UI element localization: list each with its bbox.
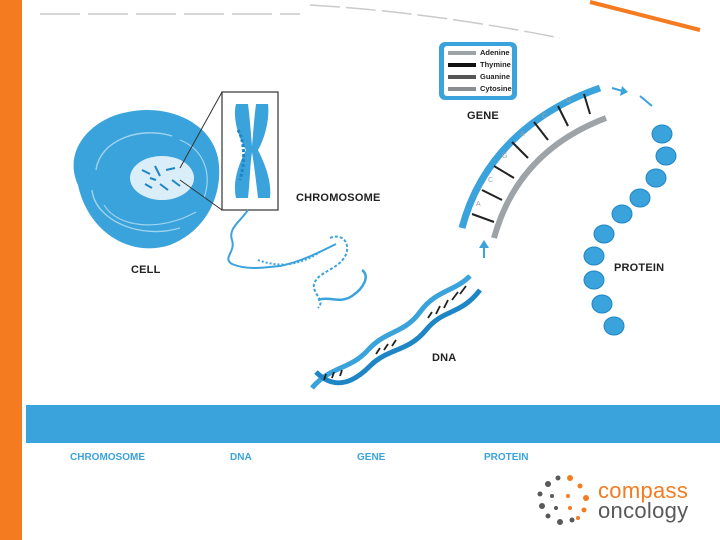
base-legend: Adenine Thymine Guanine Cytosine xyxy=(439,42,517,100)
legend-text: Cytosine xyxy=(480,84,512,93)
legend-item: Thymine xyxy=(448,60,512,70)
svg-text:A: A xyxy=(520,131,525,138)
legend-text: Guanine xyxy=(480,72,511,81)
dna-label: DNA xyxy=(432,352,457,364)
cell-illustration xyxy=(73,109,220,249)
protein-chain xyxy=(583,124,677,336)
left-accent-bar xyxy=(0,0,22,540)
legend-text: Adenine xyxy=(480,48,510,57)
legend-text: Thymine xyxy=(480,60,511,69)
legend-item: Adenine xyxy=(448,48,512,58)
chromatin-strand xyxy=(227,209,349,309)
protein-label: PROTEIN xyxy=(614,262,665,274)
svg-text:C: C xyxy=(488,177,493,184)
gene-label: GENE xyxy=(467,110,499,122)
legend-panel: Adenine Thymine Guanine Cytosine xyxy=(444,46,512,96)
svg-text:G: G xyxy=(566,97,571,104)
strip-label-dna: DNA xyxy=(230,452,252,463)
legend-item: Guanine xyxy=(448,72,512,82)
svg-text:A: A xyxy=(476,201,481,208)
logo-text-oncology: oncology xyxy=(598,498,689,523)
logo-text-compass: compass xyxy=(598,478,689,503)
dna-helix xyxy=(310,269,482,390)
legend-swatch xyxy=(448,51,476,55)
chromosome-label: CHROMOSOME xyxy=(296,192,381,204)
legend-swatch xyxy=(448,63,476,67)
svg-text:C: C xyxy=(542,113,547,120)
strip-label-chromosome: CHROMOSOME xyxy=(70,452,145,463)
gene-arc: A C G A C G xyxy=(458,84,653,258)
compass-logo-mark xyxy=(537,475,589,525)
top-decorative-lines xyxy=(40,0,701,39)
legend-swatch xyxy=(448,75,476,79)
chromosome-illustration xyxy=(234,104,271,198)
strip-label-gene: GENE xyxy=(357,452,386,463)
svg-text:G: G xyxy=(502,153,507,160)
legend-swatch xyxy=(448,87,476,91)
strip-label-protein: PROTEIN xyxy=(484,452,529,463)
legend-item: Cytosine xyxy=(448,84,512,94)
cell-label: CELL xyxy=(131,264,161,276)
process-strip xyxy=(26,405,720,443)
